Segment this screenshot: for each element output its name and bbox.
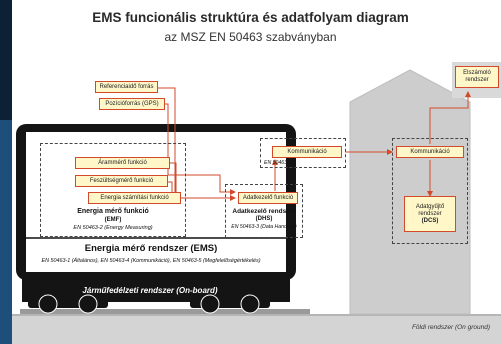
dhs-title: Adatkezelő rendszer xyxy=(232,208,296,215)
comm-ground-box: Kommunikáció xyxy=(396,146,464,158)
dcs-title: Adatgyűjtő rendszer xyxy=(415,203,445,217)
position-source-box: Pozícióforrás (GPS) xyxy=(99,98,165,110)
data-handling-function-box: Adatkezelő funkció xyxy=(238,192,298,204)
left-edge-bar-top xyxy=(0,0,12,120)
comm-onboard-box: Kommunikáció xyxy=(272,146,342,158)
wheel xyxy=(78,294,98,314)
page-title: EMS funcionális struktúra és adatfolyam … xyxy=(92,10,409,25)
flow-to-settlement xyxy=(429,91,471,144)
emf-region xyxy=(40,143,186,237)
flow-reference-source xyxy=(158,87,176,196)
current-measure-box: Árammérő funkció xyxy=(75,157,170,169)
energy-calc-box: Energia számítási funkció xyxy=(88,192,181,204)
emf-abbrev: (EMF) xyxy=(104,217,122,223)
comm-onboard-standard: EN 50463-4 xyxy=(264,160,292,166)
ems-standards: EN 50463-1 (Általános), EN 50463-4 (Komm… xyxy=(41,258,261,264)
reference-source-box: Referenciaidő forrás xyxy=(95,81,158,93)
ground-line xyxy=(12,314,501,316)
ems-title: Energia mérő rendszer (EMS) xyxy=(84,243,218,254)
ground-system-label: Földi rendszer (On ground) xyxy=(411,324,490,331)
dcs-box: Adatgyűjtő rendszer (DCS) xyxy=(404,196,456,232)
dhs-standard: EN 50463-3 (Data Handling) xyxy=(231,224,297,230)
dhs-abbrev: (DHS) xyxy=(255,216,273,222)
wheel xyxy=(38,294,58,314)
ground-station-region xyxy=(392,138,468,244)
dcs-abbrev: (DCS) xyxy=(421,217,439,224)
settlement-system-box: Elszámoló rendszer xyxy=(455,66,499,88)
comm-onboard-region xyxy=(260,138,346,168)
flow-voltage xyxy=(168,181,173,194)
emf-standard: EN 50463-2 (Energy Measuring) xyxy=(73,225,153,231)
voltage-measure-box: Feszültségmérő funkció xyxy=(75,175,168,187)
onboard-system-label: Járműfedélzeti rendszer (On-board) xyxy=(82,286,218,295)
wheel xyxy=(240,294,260,314)
rail-track xyxy=(20,309,310,314)
wheel xyxy=(200,294,220,314)
ground-station-building xyxy=(349,69,471,315)
flow-position-source xyxy=(165,103,236,195)
emf-title: Energia mérő funkció xyxy=(77,208,149,215)
dhs-region xyxy=(225,184,303,238)
ground-strip xyxy=(12,314,501,344)
page-subtitle: az MSZ EN 50463 szabványban xyxy=(164,30,337,44)
flow-current xyxy=(170,162,177,194)
